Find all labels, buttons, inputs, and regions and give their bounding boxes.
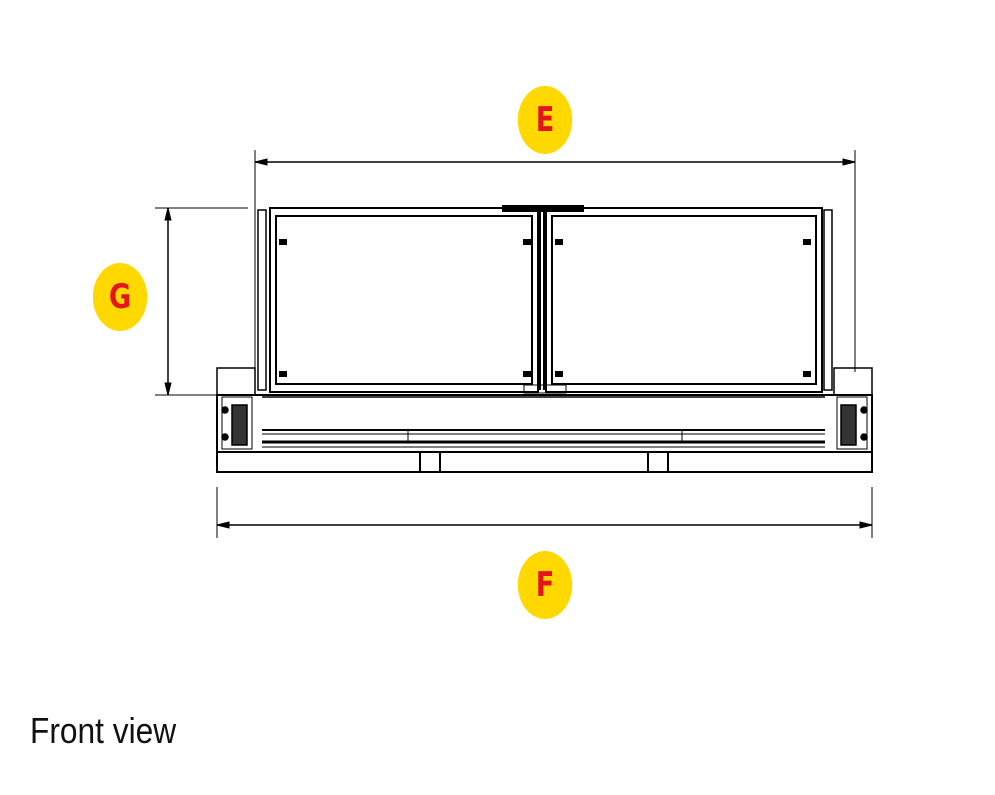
label-g-text: G	[108, 277, 132, 317]
left-panel	[257, 207, 539, 393]
dimension-g	[155, 207, 262, 396]
dimension-label-g: G	[92, 263, 148, 331]
base-frame	[216, 394, 873, 473]
dimension-f	[216, 487, 873, 538]
label-e-text: E	[535, 100, 555, 140]
right-panel	[545, 207, 833, 393]
right-post	[833, 367, 873, 450]
label-f-text: F	[535, 565, 555, 605]
view-caption: Front view	[30, 710, 177, 751]
left-post	[216, 367, 256, 450]
dimension-e	[254, 150, 856, 392]
center-post	[502, 205, 584, 394]
dimension-label-e: E	[517, 86, 573, 154]
dimension-label-f: F	[517, 551, 573, 619]
